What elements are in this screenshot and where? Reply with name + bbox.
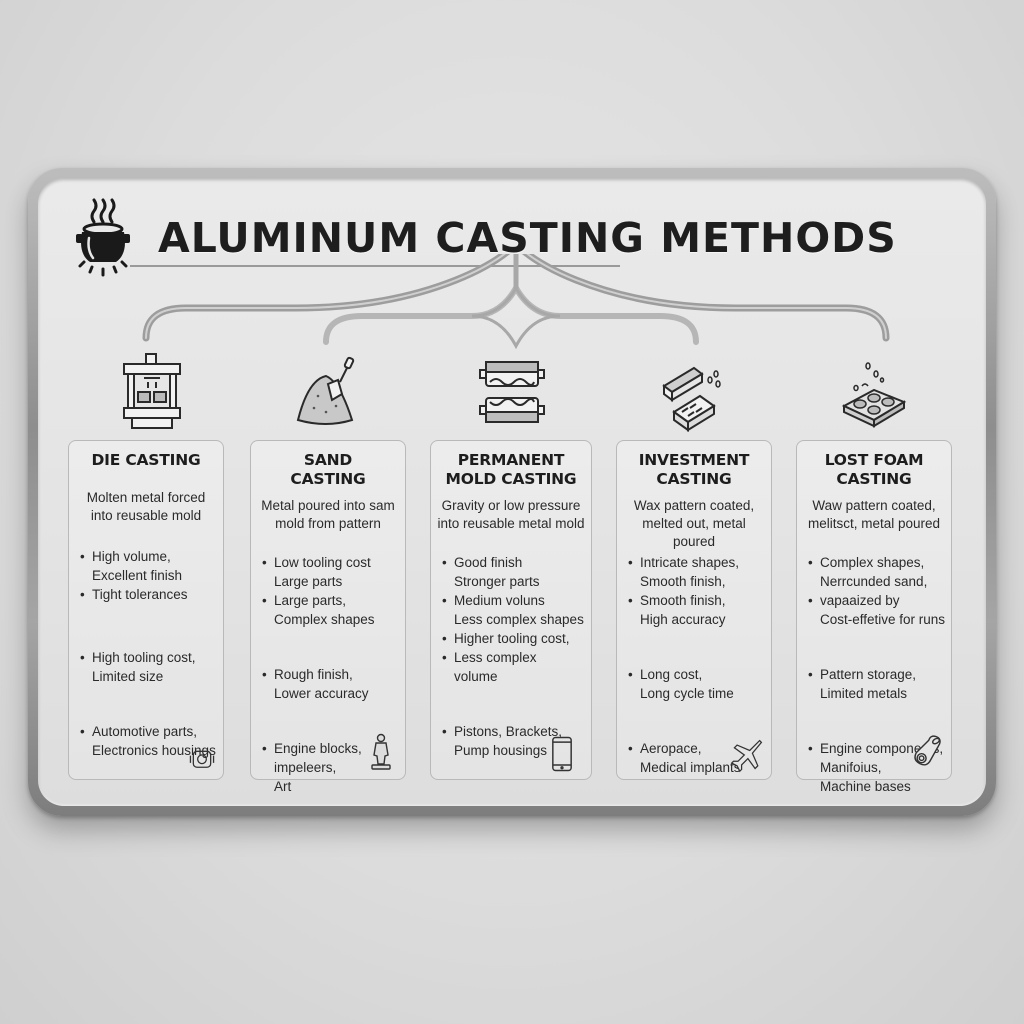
method-card-investment-casting: INVESTMENT CASTING Wax pattern coated, m… [616, 440, 772, 780]
advantage-item: High volume, Excellent finish [79, 547, 219, 585]
card-bullets: Good finish Stronger parts Medium voluns… [441, 553, 587, 760]
infographic-frame: ALUMINUM CASTING METHODS [28, 168, 996, 816]
card-title-text: INVESTMENT CASTING [638, 451, 750, 488]
card-description: Molten metal forced into reusable mold [86, 490, 206, 523]
electronics-housing-icon [189, 750, 215, 768]
method-card-permanent-mold-casting: PERMANENT MOLD CASTING Gravity or low pr… [430, 440, 592, 780]
advantage-item: vapaaized by Cost-effetive for runs [807, 591, 947, 629]
disadvantage-item: Rough finish, Lower accuracy [261, 665, 401, 703]
sand-pile-shovel-icon [296, 356, 355, 425]
disadvantage-item: High tooling cost, Limited size [79, 648, 219, 686]
card-bullets: Low tooling cost Large parts Large parts… [261, 553, 401, 796]
branch-connector [142, 254, 890, 350]
card-bullets: Intricate shapes, Smooth finish, Smooth … [627, 553, 767, 777]
card-description: Wax pattern coated, melted out, metal po… [633, 498, 755, 549]
application-item: Pistons, Brackets, Pump housings [441, 722, 587, 760]
manifold-icon [914, 735, 941, 766]
method-card-lost-foam-casting: LOST FOAM CASTING Waw pattern coated, me… [796, 440, 952, 794]
die-casting-press-icon [123, 353, 181, 429]
advantage-item: Medium voluns Less complex shapes [441, 591, 587, 629]
foam-pattern-tray-icon [841, 362, 907, 428]
card-title: INVESTMENT CASTING [617, 451, 771, 489]
application-item: Aeropace, Medical implants [627, 739, 767, 777]
title-divider [130, 265, 620, 267]
card-description: Waw pattern coated, melitsct, metal pour… [807, 498, 941, 531]
advantage-item: Low tooling cost Large parts [261, 553, 401, 591]
wax-pattern-mold-icon [662, 366, 721, 432]
card-title: LOST FOAM CASTING [797, 451, 951, 489]
advantage-item: Complex shapes, Nerrcunded sand, [807, 553, 947, 591]
infographic-panel: ALUMINUM CASTING METHODS [38, 178, 986, 806]
application-item: Automotive parts, Electronics housings [79, 722, 219, 760]
metal-mold-halves-icon [479, 361, 545, 423]
advantage-item: Less complex volume [441, 648, 587, 686]
application-item: Engine blocks, impeleers, Art [261, 739, 401, 796]
advantage-item: Tight tolerances [79, 585, 219, 604]
statue-icon [371, 733, 391, 770]
advantage-item: Intricate shapes, Smooth finish, [627, 553, 767, 591]
airplane-icon [730, 739, 763, 773]
advantage-item: Smooth finish, High accuracy [627, 591, 767, 629]
card-title: PERMANENT MOLD CASTING [445, 451, 577, 488]
card-title: SAND CASTING [251, 451, 405, 489]
card-title-text: LOST FOAM CASTING [824, 451, 924, 488]
card-bullets: Complex shapes, Nerrcunded sand, vapaaiz… [807, 553, 947, 796]
cauldron-icon [76, 198, 130, 277]
card-title-text: SAND CASTING [290, 451, 366, 488]
advantage-item: Higher tooling cost, [441, 629, 587, 648]
method-card-die-casting: DIE CASTING Molten metal forced into reu… [68, 440, 224, 780]
advantage-item: Large parts, Complex shapes [261, 591, 401, 629]
card-title: DIE CASTING [91, 451, 201, 469]
disadvantage-item: Long cost, Long cycle time [627, 665, 767, 703]
application-item: Engine components, Manifoius, Machine ba… [807, 739, 947, 796]
card-description: Gravity or low pressure into reusable me… [437, 498, 585, 531]
method-card-sand-casting: SAND CASTING Metal poured into sam mold … [250, 440, 406, 794]
card-bullets: High volume, Excellent finish Tight tole… [79, 547, 219, 760]
advantage-item: Good finish Stronger parts [441, 553, 587, 591]
disadvantage-item: Pattern storage, Limited metals [807, 665, 947, 703]
phone-icon [552, 736, 572, 772]
card-description: Metal poured into sam mold from pattern [261, 498, 395, 531]
